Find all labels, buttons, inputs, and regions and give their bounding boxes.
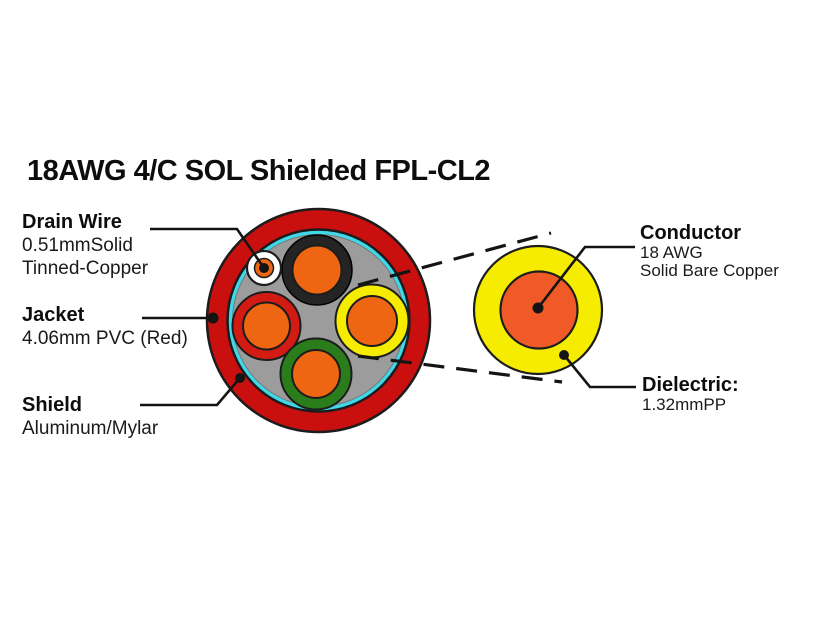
label-shield-line1: Aluminum/Mylar [22, 418, 159, 439]
cable-cross-section [205, 207, 432, 434]
label-conductor-line1: 18 AWG [640, 243, 703, 262]
label-jacket-heading: Jacket [22, 304, 85, 326]
label-conductor-line2: Solid Bare Copper [640, 261, 779, 280]
dashed-line-top [357, 231, 552, 287]
conductor-leader [536, 245, 635, 309]
diagram-title: 18AWG 4/C SOL Shielded FPL-CL2 [27, 155, 491, 187]
conductor-red-core [242, 301, 291, 351]
callout-lines [140, 227, 636, 407]
label-dielectric-heading: Dielectric: [642, 374, 739, 396]
dielectric-dot [559, 350, 569, 360]
label-drain-wire-line2: Tinned-Copper [22, 258, 149, 279]
drain-wire-leader [150, 227, 266, 269]
label-jacket: Jacket 4.06mm PVC (Red) [22, 304, 188, 350]
label-conductor: Conductor 18 AWG Solid Bare Copper [640, 222, 779, 280]
label-dielectric-line1: 1.32mmPP [642, 395, 727, 414]
conductor-yellow-core [346, 295, 398, 347]
dielectric-leader [562, 354, 636, 389]
label-drain-wire-line1: 0.51mmSolid [22, 235, 133, 256]
label-conductor-heading: Conductor [640, 222, 742, 244]
conductor-green-core [291, 349, 341, 399]
shield-dot [235, 373, 245, 383]
conductor-black-core [291, 244, 343, 296]
label-drain-wire: Drain Wire 0.51mmSolid Tinned-Copper [22, 211, 148, 280]
label-shield-heading: Shield [22, 394, 83, 416]
jacket-dot [207, 312, 219, 324]
magnification-lines [357, 231, 563, 384]
label-drain-wire-heading: Drain Wire [22, 211, 122, 233]
label-shield: Shield Aluminum/Mylar [22, 394, 158, 440]
dashed-line-bottom [357, 354, 563, 384]
shield-leader [140, 377, 241, 407]
callout-dots [207, 263, 569, 383]
drain-wire-dot [259, 263, 269, 273]
label-dielectric: Dielectric: 1.32mmPP [642, 374, 739, 414]
conductor-dot [532, 302, 544, 314]
label-jacket-line1: 4.06mm PVC (Red) [22, 328, 188, 349]
